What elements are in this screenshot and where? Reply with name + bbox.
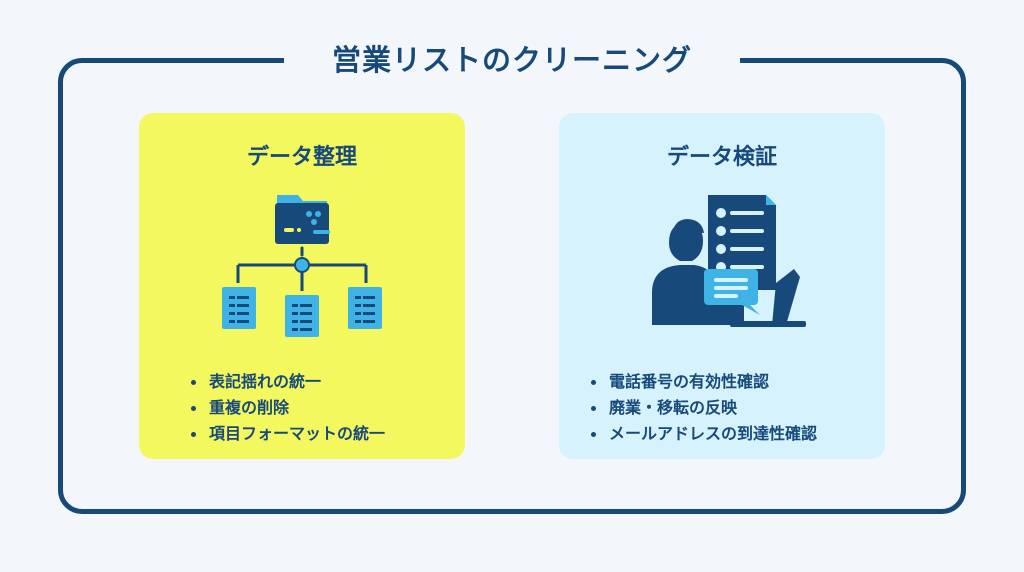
list-item: メールアドレスの到達性確認: [591, 421, 817, 447]
list-item: 重複の削除: [191, 395, 385, 421]
list-item: 廃業・移転の反映: [591, 395, 817, 421]
card-data-verification: データ検証 電話番号の有効性確認 廃業・移転の反映 メールアドレスの到達性確認: [559, 113, 885, 459]
page-title: 営業リストのクリーニング: [284, 34, 740, 82]
card-data-organization: データ整理: [139, 113, 465, 459]
card-title: データ検証: [666, 145, 777, 170]
list-item: 電話番号の有効性確認: [591, 369, 817, 395]
bullet-list: 表記揺れの統一 重複の削除 項目フォーマットの統一: [191, 369, 385, 447]
card-title: データ整理: [246, 145, 357, 170]
bullet-list: 電話番号の有効性確認 廃業・移転の反映 メールアドレスの到達性確認: [591, 369, 817, 447]
list-item: 表記揺れの統一: [191, 369, 385, 395]
folder-hierarchy-icon: [222, 195, 382, 337]
list-item: 項目フォーマットの統一: [191, 421, 385, 447]
person-checklist-laptop-icon: [652, 195, 806, 327]
